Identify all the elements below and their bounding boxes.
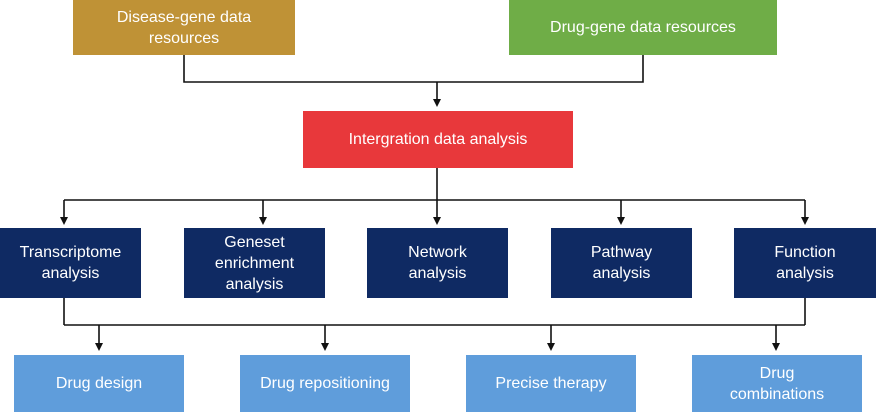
disease-gene-resources-box: Disease-gene data resources	[73, 0, 295, 55]
precise-therapy-box: Precise therapy	[466, 355, 636, 412]
pathway-analysis-box: Pathway analysis	[551, 228, 692, 298]
drug-combinations-box: Drug combinations	[692, 355, 862, 412]
transcriptome-analysis-box: Transcriptome analysis	[0, 228, 141, 298]
drug-design-box: Drug design	[14, 355, 184, 412]
network-analysis-box: Network analysis	[367, 228, 508, 298]
drug-gene-resources-box: Drug-gene data resources	[509, 0, 777, 55]
geneset-enrichment-analysis-box: Geneset enrichment analysis	[184, 228, 325, 298]
integration-analysis-box: Intergration data analysis	[303, 111, 573, 168]
connector-sources-merge	[183, 55, 644, 83]
drug-repositioning-box: Drug repositioning	[240, 355, 410, 412]
function-analysis-box: Function analysis	[734, 228, 876, 298]
